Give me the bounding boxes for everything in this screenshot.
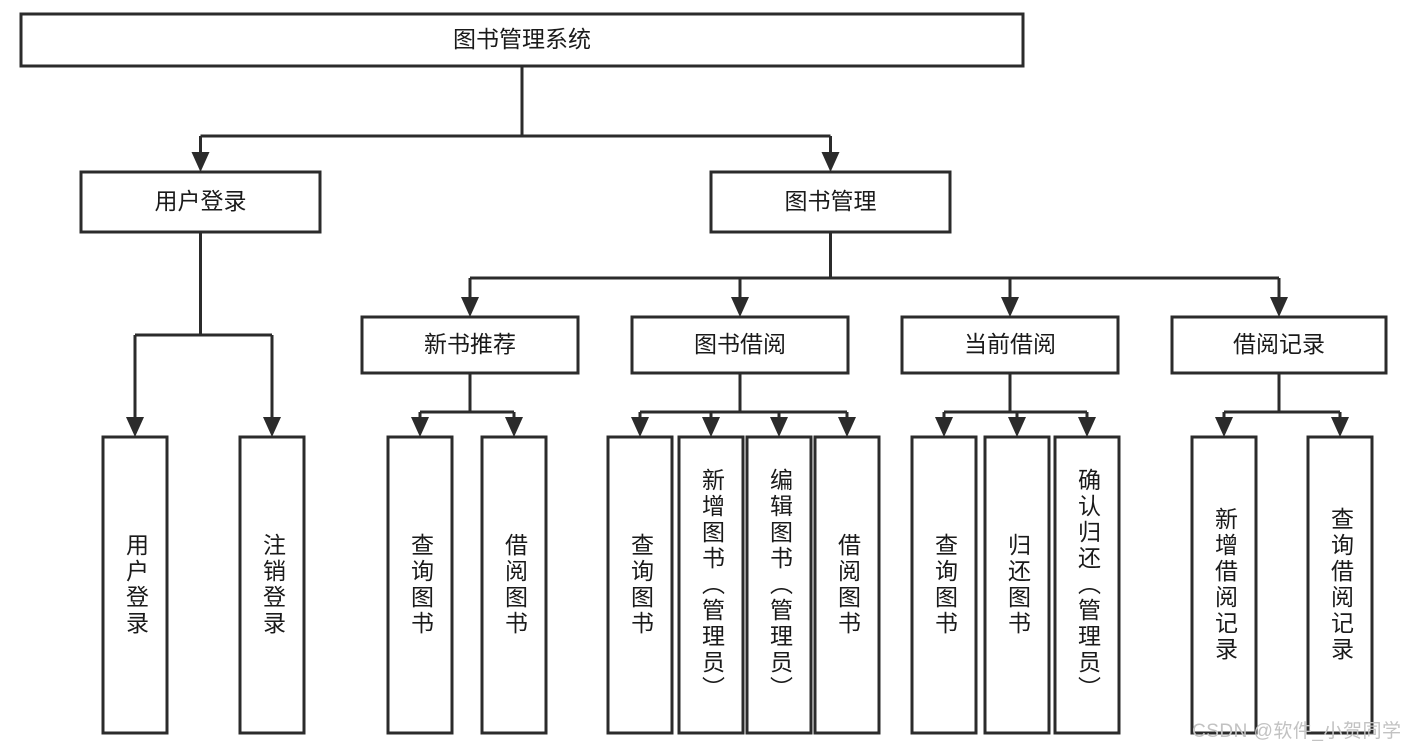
arrow-head-icon [1078, 417, 1096, 437]
arrow-head-icon [1270, 297, 1288, 317]
node-box-leaf-borrow-book[interactable] [813, 435, 881, 735]
node-box-root[interactable] [19, 12, 1025, 68]
arrow-head-icon [505, 417, 523, 437]
node-box-leaf-add-book-admin[interactable] [677, 435, 745, 735]
node-box-new-book-recommend[interactable] [360, 315, 580, 375]
arrow-head-icon [411, 417, 429, 437]
node-box-book-borrow[interactable] [630, 315, 850, 375]
node-label-current-borrow: 当前借阅 [964, 331, 1056, 357]
node-label-root: 图书管理系统 [453, 26, 591, 52]
arrow-head-icon [935, 417, 953, 437]
node-box-leaf-query-book-new[interactable] [386, 435, 454, 735]
arrow-head-icon [770, 417, 788, 437]
arrow-head-icon [126, 417, 144, 437]
node-box-leaf-borrow-book-new[interactable] [480, 435, 548, 735]
node-box-leaf-query-borrow-record[interactable] [1306, 435, 1374, 735]
node-box-leaf-edit-book-admin[interactable] [745, 435, 813, 735]
node-box-current-borrow[interactable] [900, 315, 1120, 375]
node-box-leaf-logout-login[interactable] [238, 435, 306, 735]
box-layer [19, 12, 1388, 735]
arrow-head-icon [838, 417, 856, 437]
node-label-book-manage: 图书管理 [785, 188, 877, 214]
node-box-leaf-query-book-current[interactable] [910, 435, 978, 735]
node-label-book-borrow: 图书借阅 [694, 331, 786, 357]
connector-layer [126, 66, 1349, 437]
arrow-head-icon [702, 417, 720, 437]
node-box-leaf-return-book[interactable] [983, 435, 1051, 735]
arrow-head-icon [1331, 417, 1349, 437]
node-box-borrow-record[interactable] [1170, 315, 1388, 375]
arrow-head-icon [821, 152, 840, 172]
node-label-borrow-record: 借阅记录 [1233, 331, 1325, 357]
node-box-leaf-add-borrow-record[interactable] [1190, 435, 1258, 735]
arrow-head-icon [1001, 297, 1019, 317]
arrow-head-icon [1215, 417, 1233, 437]
arrow-head-icon [1008, 417, 1026, 437]
node-label-user-login: 用户登录 [155, 188, 247, 214]
node-box-leaf-confirm-return-admin[interactable] [1053, 435, 1121, 735]
csdn-watermark: CSDN @软件_小贺同学 [1192, 721, 1402, 742]
arrow-head-icon [191, 152, 210, 172]
arrow-head-icon [461, 297, 479, 317]
arrow-head-icon [631, 417, 649, 437]
node-box-book-manage[interactable] [709, 170, 952, 234]
arrow-head-icon [731, 297, 749, 317]
node-label-new-book-recommend: 新书推荐 [424, 331, 516, 357]
arrow-head-icon [263, 417, 281, 437]
node-box-user-login[interactable] [79, 170, 322, 234]
node-box-leaf-query-book-borrow[interactable] [606, 435, 674, 735]
node-box-leaf-user-login[interactable] [101, 435, 169, 735]
